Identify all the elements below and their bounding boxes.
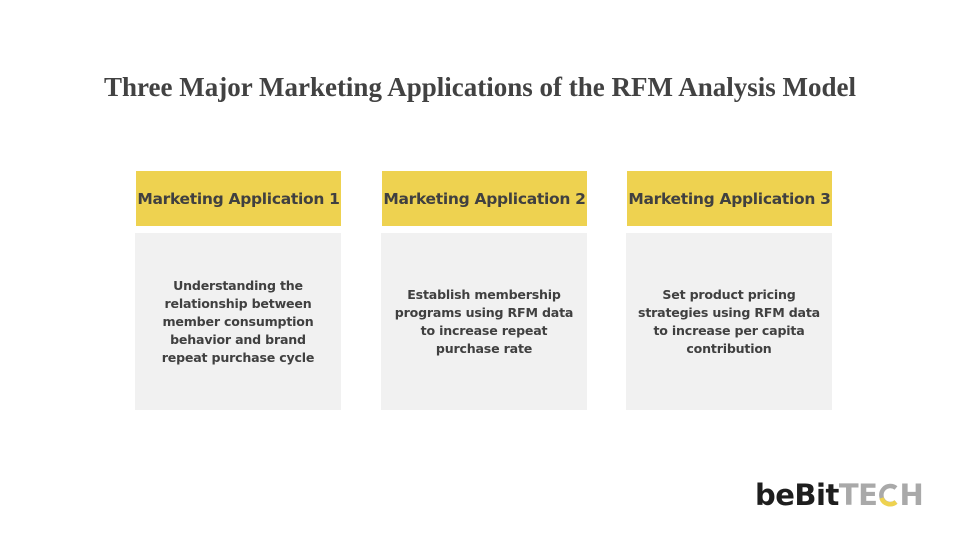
card-body-text: Understanding the relationship between m… [161,277,315,365]
logo-c-arc-icon [879,483,898,507]
card-body-text: Establish membership programs using RFM … [394,286,574,356]
card-application-2: Marketing Application 2 Establish member… [381,171,587,410]
card-heading: Marketing Application 1 [136,171,341,226]
logo-bebit: beBit [755,478,839,512]
card-body: Establish membership programs using RFM … [381,233,587,410]
card-body: Understanding the relationship between m… [135,233,341,410]
card-heading: Marketing Application 2 [382,171,587,226]
card-body-text: Set product pricing strategies using RFM… [638,286,820,356]
card-application-3: Marketing Application 3 Set product pric… [626,171,832,410]
card-application-1: Marketing Application 1 Understanding th… [135,171,341,410]
slide-title: Three Major Marketing Applications of th… [104,72,856,102]
logo-c-icon [877,478,899,512]
card-heading: Marketing Application 3 [627,171,832,226]
card-body: Set product pricing strategies using RFM… [626,233,832,410]
logo-h: H [899,478,924,512]
bebit-tech-logo: beBitTE H [755,478,924,512]
logo-te: TE [838,478,878,512]
